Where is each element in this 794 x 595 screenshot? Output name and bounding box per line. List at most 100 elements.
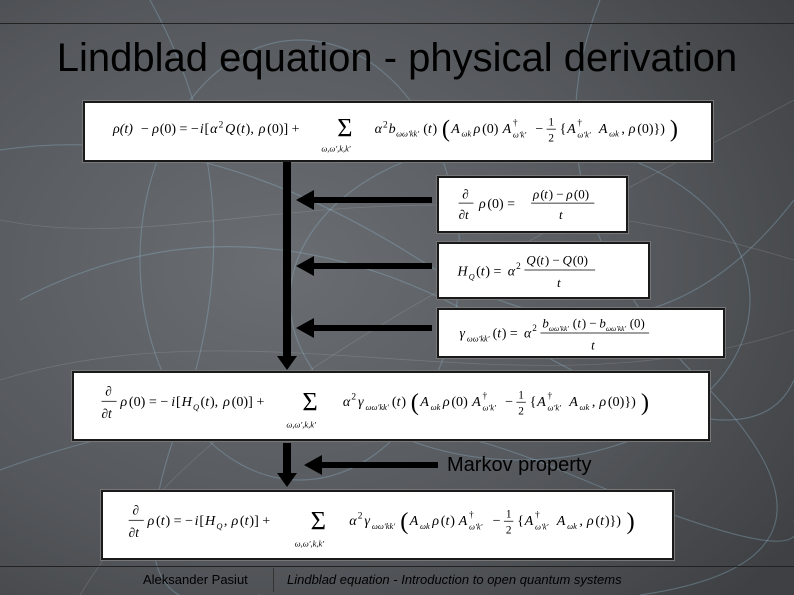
svg-text:(0)] +: (0)] + bbox=[267, 122, 299, 137]
svg-text:(: ( bbox=[411, 389, 419, 416]
svg-text:α: α bbox=[375, 122, 383, 137]
svg-text:(0): (0) bbox=[574, 186, 589, 201]
svg-text:ωk: ωk bbox=[462, 130, 472, 139]
svg-text:ωω′kk′: ωω′kk′ bbox=[366, 402, 389, 412]
svg-text:(: ( bbox=[595, 513, 600, 529]
footer-separator bbox=[273, 568, 274, 592]
equation-derivative: ∂ ∂t ρ(0) = ρ(t) − ρ(0) t bbox=[458, 186, 595, 222]
svg-text:t: t bbox=[428, 122, 433, 137]
svg-text:ρ: ρ bbox=[151, 122, 159, 137]
svg-text:−: − bbox=[493, 513, 501, 529]
svg-text:(: ( bbox=[540, 186, 544, 201]
svg-text:b: b bbox=[542, 316, 549, 330]
svg-text:(0) = −: (0) = − bbox=[129, 394, 168, 410]
svg-text:ρ(t): ρ(t) bbox=[112, 122, 133, 137]
svg-text:ωk: ωk bbox=[420, 521, 430, 531]
svg-text:,: , bbox=[224, 513, 228, 529]
svg-text:t: t bbox=[161, 513, 166, 529]
svg-text:[: [ bbox=[199, 513, 204, 529]
svg-text:A: A bbox=[568, 394, 578, 410]
svg-text:A: A bbox=[409, 513, 419, 529]
svg-text:(0): (0) bbox=[482, 122, 499, 137]
svg-text:∂: ∂ bbox=[132, 503, 139, 518]
svg-text:†: † bbox=[548, 391, 553, 401]
svg-text:t: t bbox=[205, 394, 210, 410]
svg-text:) = −: ) = − bbox=[165, 513, 193, 529]
svg-text:ω′k′: ω′k′ bbox=[535, 522, 549, 532]
svg-text:i: i bbox=[171, 394, 175, 410]
svg-text:γ: γ bbox=[364, 513, 370, 529]
slide-title: Lindblad equation - physical derivation bbox=[56, 36, 738, 80]
svg-text:,: , bbox=[592, 394, 596, 410]
svg-text:t: t bbox=[241, 122, 246, 137]
svg-text:): ) bbox=[450, 513, 455, 529]
svg-text:α: α bbox=[524, 326, 532, 341]
svg-text:ρ: ρ bbox=[565, 186, 572, 201]
svg-text:ρ: ρ bbox=[230, 513, 238, 529]
svg-text:A: A bbox=[419, 394, 429, 410]
svg-text:Q: Q bbox=[216, 521, 222, 531]
svg-text:ρ: ρ bbox=[258, 122, 266, 137]
svg-text:2: 2 bbox=[383, 120, 388, 130]
svg-text:(: ( bbox=[240, 513, 245, 529]
svg-text:γ: γ bbox=[460, 326, 466, 341]
svg-text:A: A bbox=[556, 513, 566, 529]
svg-text:ω,ω′,k,k′: ω,ω′,k,k′ bbox=[295, 539, 325, 549]
svg-text:ω′k′: ω′k′ bbox=[482, 403, 496, 413]
svg-text:) −: ) − bbox=[549, 186, 564, 201]
svg-text:i: i bbox=[195, 513, 199, 529]
svg-text:Q: Q bbox=[225, 122, 235, 137]
svg-text:): ) bbox=[433, 122, 438, 137]
svg-text:) −: ) − bbox=[582, 316, 597, 330]
svg-text:ω,ω′,k,k′: ω,ω′,k,k′ bbox=[321, 145, 350, 154]
svg-text:{: { bbox=[560, 122, 567, 137]
svg-text:),: ), bbox=[246, 122, 254, 137]
top-rule bbox=[0, 23, 794, 24]
svg-text:): ) bbox=[641, 389, 649, 416]
svg-text:ρ: ρ bbox=[222, 394, 230, 410]
svg-text:ωω′kk′: ωω′kk′ bbox=[372, 521, 395, 531]
svg-text:ωω′kk′: ωω′kk′ bbox=[549, 324, 570, 333]
svg-text:(: ( bbox=[537, 252, 541, 267]
svg-text:2: 2 bbox=[516, 262, 521, 272]
svg-text:ρ: ρ bbox=[628, 122, 636, 137]
svg-text:ωω′kk′: ωω′kk′ bbox=[396, 130, 419, 139]
svg-text:),: ), bbox=[210, 394, 218, 410]
svg-text:(0)}): (0)}) bbox=[637, 122, 665, 137]
svg-text:2: 2 bbox=[358, 511, 363, 521]
svg-text:1: 1 bbox=[518, 389, 524, 401]
svg-text:ωω′kk′: ωω′kk′ bbox=[467, 334, 490, 343]
svg-text:1: 1 bbox=[506, 508, 512, 520]
svg-text:(: ( bbox=[423, 122, 428, 137]
svg-text:(: ( bbox=[442, 116, 450, 143]
svg-text:∂t: ∂t bbox=[459, 207, 469, 222]
svg-text:Q: Q bbox=[469, 272, 475, 281]
svg-text:b: b bbox=[599, 316, 606, 330]
svg-text:(0)}): (0)}) bbox=[608, 394, 636, 410]
svg-text:H: H bbox=[181, 394, 193, 410]
svg-text:ρ: ρ bbox=[147, 513, 155, 529]
svg-text:): ) bbox=[670, 116, 678, 143]
svg-text:(: ( bbox=[201, 394, 206, 410]
svg-text:ωk: ωk bbox=[431, 402, 441, 412]
svg-text:Q: Q bbox=[563, 252, 573, 267]
svg-text:ω′k′: ω′k′ bbox=[469, 522, 483, 532]
svg-text:∂: ∂ bbox=[105, 384, 112, 399]
svg-text:†: † bbox=[577, 118, 582, 128]
svg-text:A: A bbox=[566, 122, 576, 137]
svg-text:ω′k′: ω′k′ bbox=[577, 131, 590, 140]
svg-text:2: 2 bbox=[351, 392, 356, 402]
svg-text:ω′k′: ω′k′ bbox=[548, 403, 562, 413]
svg-text:,: , bbox=[621, 122, 625, 137]
svg-text:t: t bbox=[559, 207, 563, 222]
svg-text:H: H bbox=[204, 513, 216, 529]
svg-text:): ) bbox=[627, 508, 635, 535]
svg-text:t: t bbox=[481, 265, 486, 280]
svg-text:(0) = −: (0) = − bbox=[160, 122, 199, 137]
